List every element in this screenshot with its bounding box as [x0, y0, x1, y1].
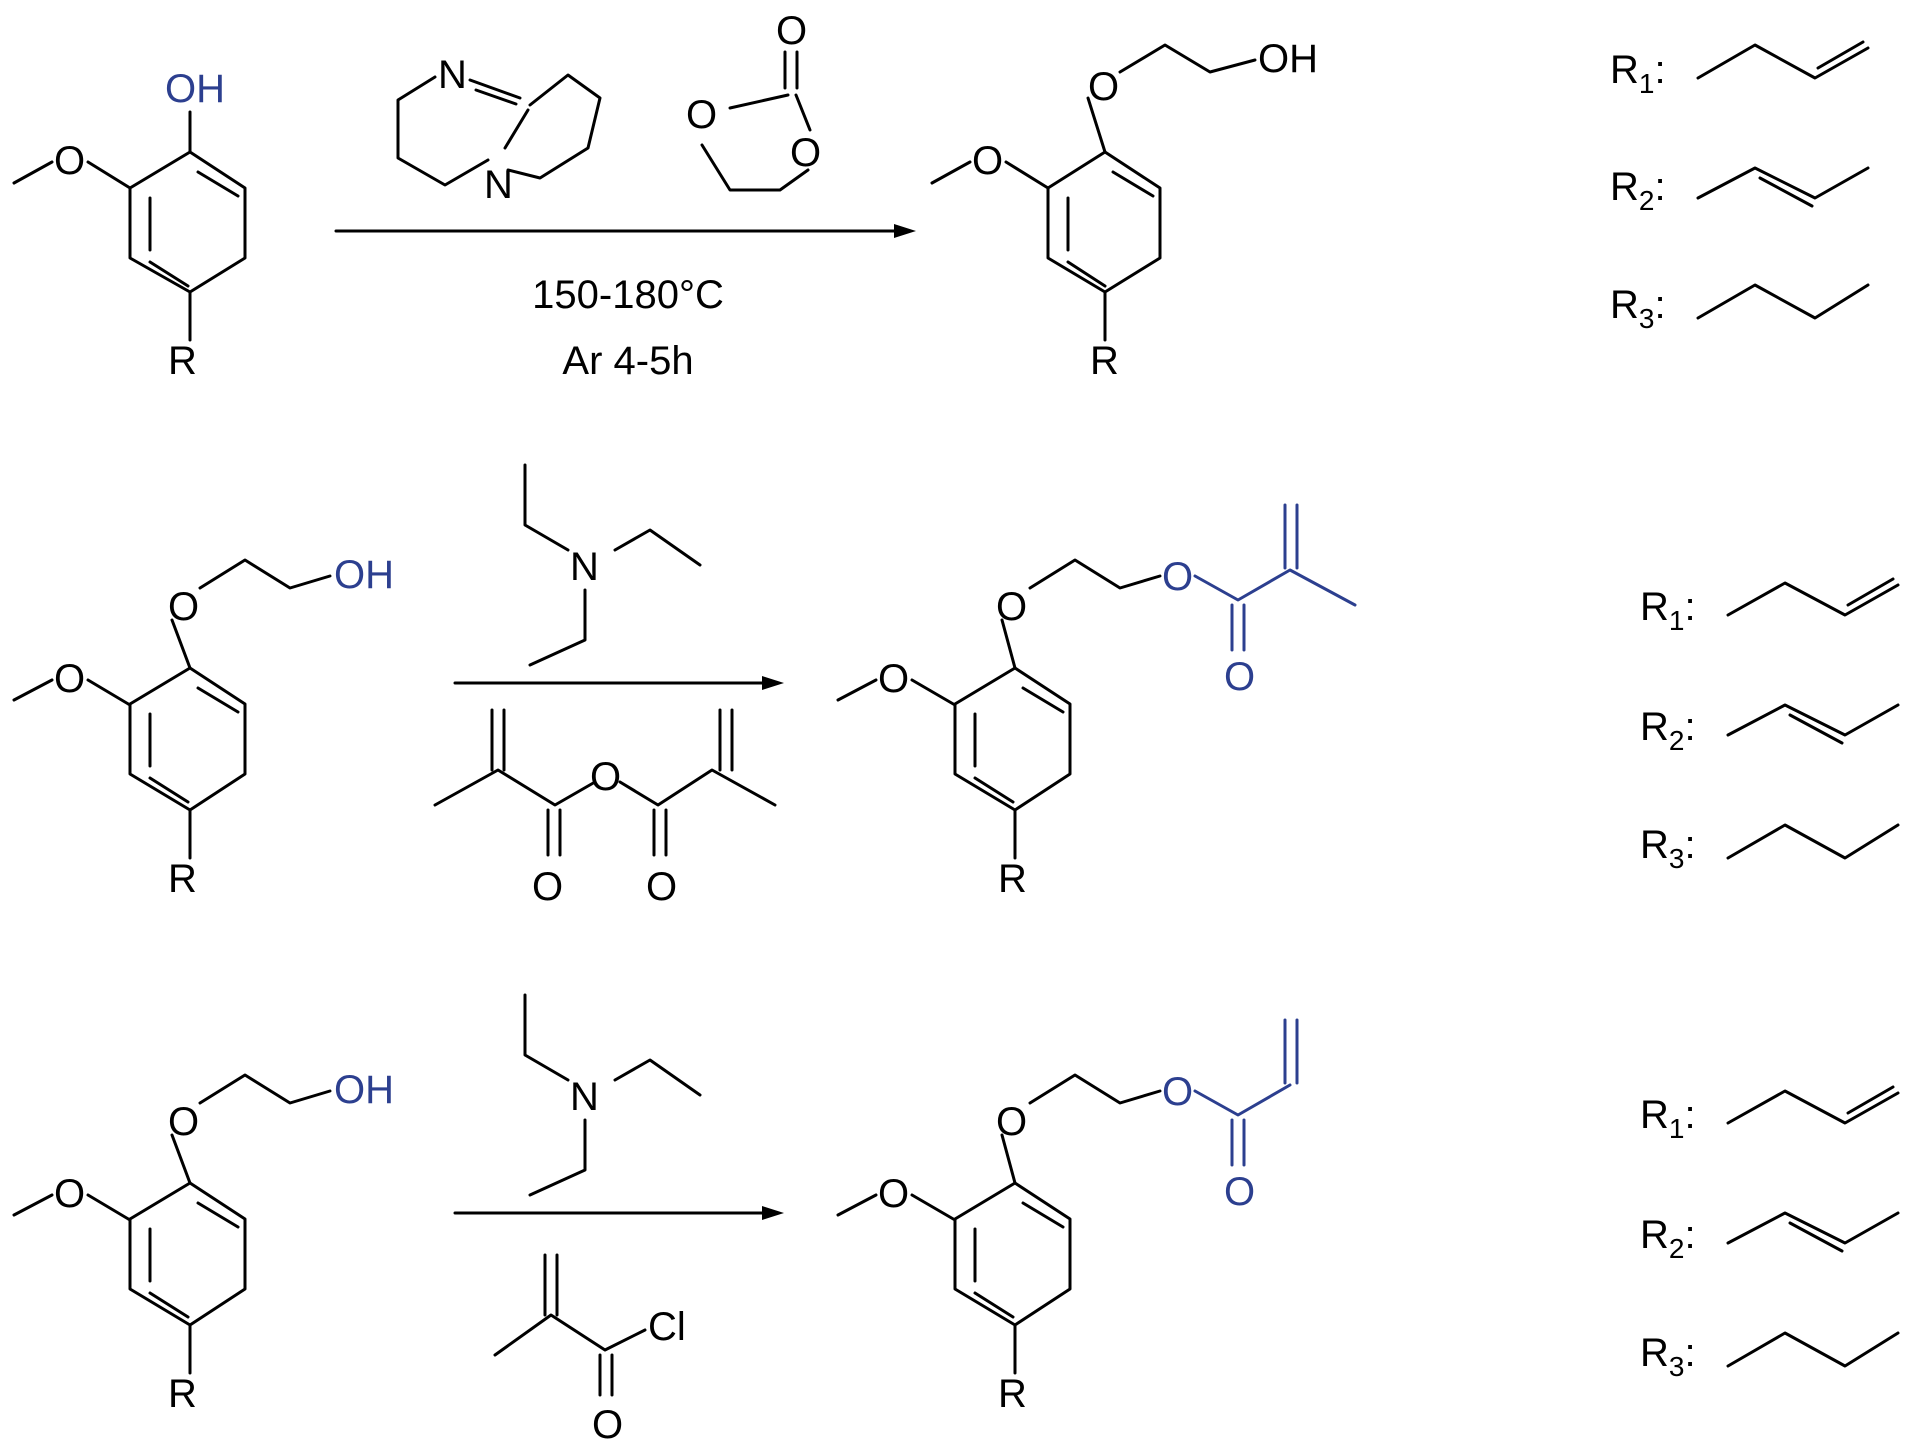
carbonate-o-right: O	[790, 131, 821, 175]
product1-oh: OH	[1258, 37, 1318, 81]
legend1-r2: R2:	[1610, 165, 1666, 216]
anhydride-o-left: O	[532, 865, 563, 909]
carbonate-o-left: O	[686, 93, 717, 137]
row1-product: O O OH R	[930, 37, 1318, 383]
row2-product-carbonyl-o: O	[1224, 655, 1255, 699]
ethylene-carbonate: O O O	[686, 9, 821, 192]
dbn-n1-label: N	[438, 53, 467, 97]
row2-product-ether-o: O	[996, 585, 1027, 629]
product1-ether-o: O	[1088, 65, 1119, 109]
triethylamine-3: N	[523, 993, 702, 1197]
conditions-atmosphere-time: Ar 4-5h	[562, 339, 693, 383]
legend1-r1: R1:	[1610, 48, 1666, 99]
r-legend-2: R1: R2: R3:	[1640, 577, 1900, 874]
reaction-arrow-2	[453, 676, 784, 690]
row3-sm-r: R	[168, 1372, 197, 1416]
row1-phenol: O OH R	[12, 67, 247, 383]
tea3-n: N	[570, 1075, 599, 1119]
row3-sm-oh: OH	[334, 1068, 394, 1112]
row3-product-r: R	[998, 1372, 1027, 1416]
legend3-r1: R1:	[1640, 1093, 1696, 1144]
row3-product-methoxy-o: O	[878, 1172, 909, 1216]
row3-product: O O O O R	[836, 1018, 1299, 1416]
acyl-chloride-cl: Cl	[648, 1305, 686, 1349]
row2-sm-oh: OH	[334, 553, 394, 597]
methoxy-o-label: O	[54, 139, 85, 183]
product1-r: R	[1090, 339, 1119, 383]
row3-product-carbonyl-o: O	[1224, 1170, 1255, 1214]
acyl-chloride-o: O	[592, 1403, 623, 1447]
r-legend-1: R1: R2: R3:	[1610, 40, 1870, 334]
carbonate-o-top: O	[776, 9, 807, 53]
row2-starting-material: O O OH R	[12, 553, 394, 901]
triethylamine-2: N	[523, 463, 702, 667]
anhydride-o-right: O	[646, 865, 677, 909]
row2-sm-ether-o: O	[168, 585, 199, 629]
legend2-r2: R2:	[1640, 705, 1696, 756]
conditions-temperature: 150-180°C	[532, 273, 724, 317]
row3-product-ester-o: O	[1162, 1070, 1193, 1114]
anhydride-bridge-o: O	[590, 755, 621, 799]
legend1-r3: R3:	[1610, 283, 1666, 334]
row2-product-methoxy-o: O	[878, 657, 909, 701]
row3-sm-methoxy-o: O	[54, 1172, 85, 1216]
row2-sm-methoxy-o: O	[54, 657, 85, 701]
methacryloyl-chloride: Cl O	[493, 1253, 686, 1447]
row2-sm-r: R	[168, 857, 197, 901]
r-group-label: R	[168, 339, 197, 383]
phenol-oh-label: OH	[165, 67, 225, 111]
row3-sm-ether-o: O	[168, 1100, 199, 1144]
legend3-r2: R2:	[1640, 1213, 1696, 1264]
tea2-n: N	[570, 545, 599, 589]
dbn-catalyst: N N	[396, 53, 602, 207]
legend2-r3: R3:	[1640, 823, 1696, 874]
legend2-r1: R1:	[1640, 585, 1696, 636]
row2-product-ester-o: O	[1162, 555, 1193, 599]
row3-starting-material: O O OH R	[12, 1068, 394, 1416]
methacrylic-anhydride: O O O	[433, 708, 777, 909]
product1-methoxy-o: O	[972, 139, 1003, 183]
r-legend-3: R1: R2: R3:	[1640, 1085, 1900, 1382]
reaction-arrow-1: 150-180°C Ar 4-5h	[334, 224, 916, 383]
row2-product: O O O O R	[836, 503, 1357, 901]
row3-product-ether-o: O	[996, 1100, 1027, 1144]
row2-product-r: R	[998, 857, 1027, 901]
reaction-arrow-3	[453, 1206, 784, 1220]
legend3-r3: R3:	[1640, 1331, 1696, 1382]
dbn-n2-label: N	[484, 163, 513, 207]
